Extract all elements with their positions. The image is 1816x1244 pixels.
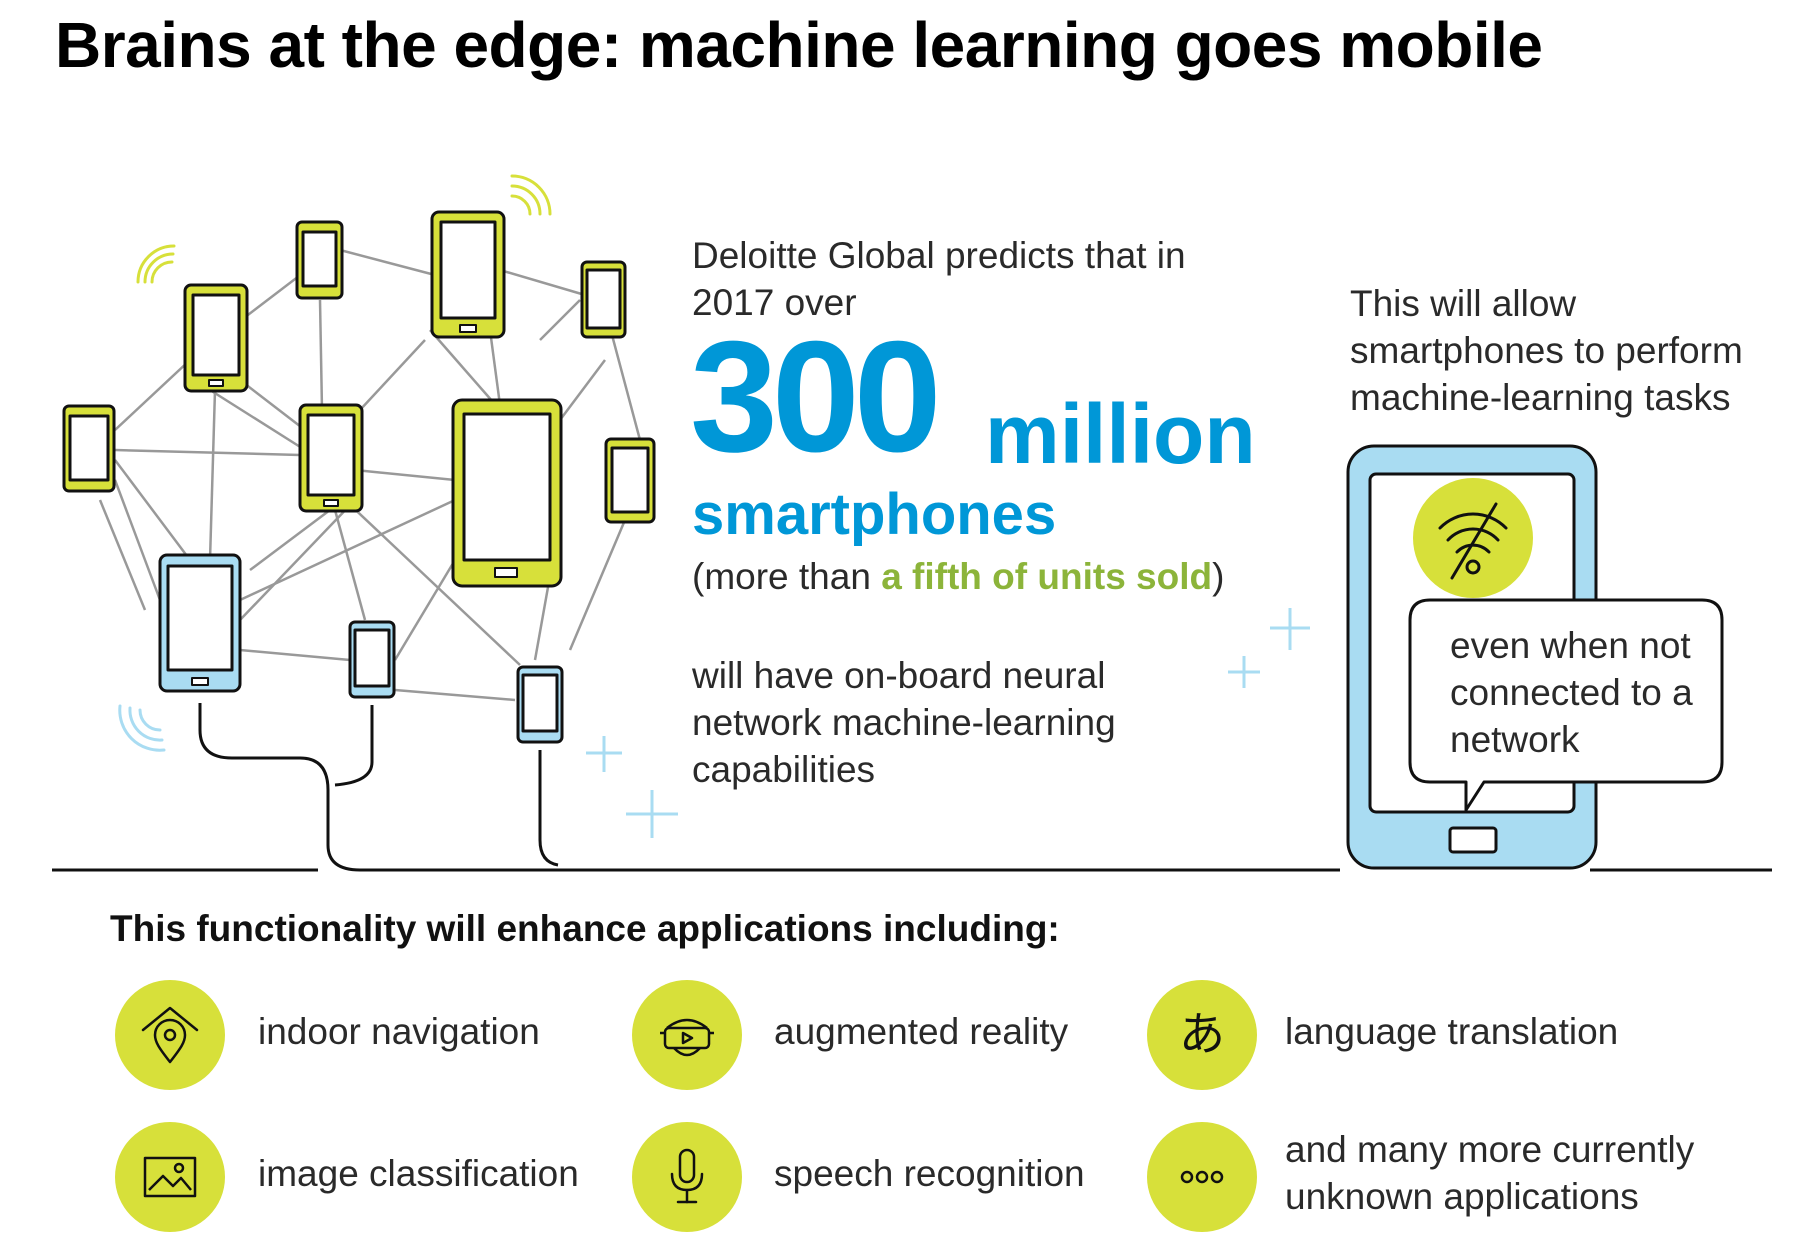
vr-headset-icon <box>632 980 742 1090</box>
hiragana-a-icon: あ <box>1147 980 1257 1090</box>
prediction-number: 300 <box>690 309 942 485</box>
app-label: image classification <box>258 1153 579 1194</box>
speech-bubble <box>1408 598 1724 812</box>
app-label: language translation <box>1285 1011 1619 1052</box>
phone-icon <box>580 260 627 339</box>
network-lines <box>98 248 642 702</box>
phone-icon <box>298 403 364 513</box>
image-icon <box>115 1122 225 1232</box>
app-label: and many more currently unknown applicat… <box>1285 1129 1695 1217</box>
speech-bubble-text: even when not connected to a network <box>1450 625 1693 760</box>
applications-heading: This functionality will enhance applicat… <box>110 908 1060 949</box>
svg-text:あ: あ <box>1179 1007 1225 1061</box>
page-title: Brains at the edge: machine learning goe… <box>55 9 1543 81</box>
phone-icon <box>158 553 242 693</box>
phone-icon <box>430 210 506 339</box>
signal-icon <box>118 704 166 752</box>
phone-icon <box>604 437 656 524</box>
phone-icon <box>295 220 344 300</box>
signal-icon <box>136 174 552 284</box>
prediction-intro: Deloitte Global predicts that in 2017 ov… <box>692 235 1186 323</box>
app-label: indoor navigation <box>258 1011 540 1052</box>
phone-icon <box>348 620 396 699</box>
large-phone-icon <box>1346 444 1724 870</box>
prediction-note: (more than a fifth of units sold) <box>692 556 1224 598</box>
location-pin-home-icon <box>115 980 225 1090</box>
phone-icon <box>451 398 563 588</box>
note-open: (more than <box>692 556 882 597</box>
ellipsis-icon <box>1147 1122 1257 1232</box>
app-label: augmented reality <box>774 1011 1069 1052</box>
app-label: speech recognition <box>774 1153 1085 1194</box>
prediction-capabilities: will have on-board neural network machin… <box>692 655 1116 790</box>
phone-icon <box>516 665 564 744</box>
cables <box>52 703 1772 872</box>
phone-icons <box>62 210 656 744</box>
plus-icon <box>586 608 1310 838</box>
no-wifi-icon <box>1438 502 1508 580</box>
prediction-unit: million <box>985 387 1256 481</box>
microphone-icon <box>632 1122 742 1232</box>
note-highlight: a fifth of units sold <box>881 556 1213 597</box>
phone-icon <box>183 283 249 393</box>
prediction-noun: smartphones <box>692 482 1057 547</box>
note-close: ) <box>1212 556 1225 597</box>
phone-icon <box>62 404 116 493</box>
offline-allow-text: This will allow smartphones to perform m… <box>1350 283 1743 418</box>
